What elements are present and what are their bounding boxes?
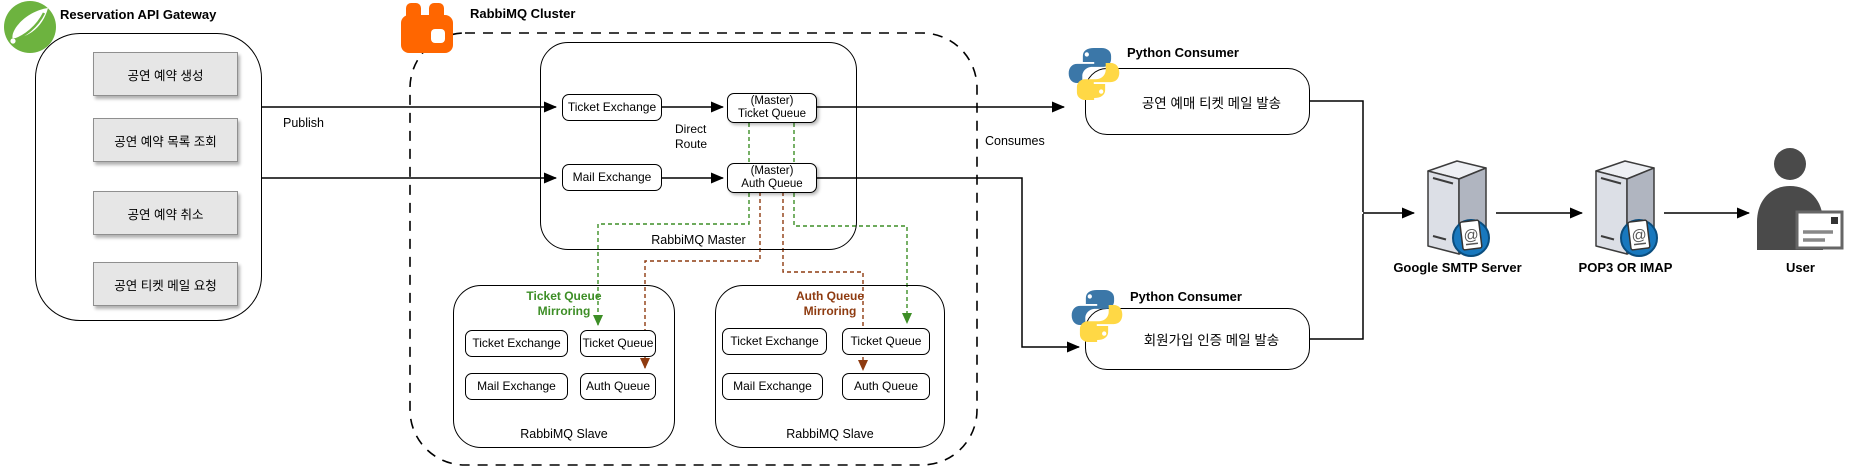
slave2-ticket-exchange-node: Ticket Exchange: [722, 328, 827, 355]
slave1-label: RabbiMQ Slave: [520, 427, 608, 441]
slave2-mirroring-line2: Mirroring: [803, 304, 857, 318]
smtp-server-icon: @: [1427, 160, 1490, 257]
slave1-ticket-exchange-node: Ticket Exchange: [465, 330, 568, 357]
slave2-mail-exchange-node: Mail Exchange: [722, 373, 823, 400]
svg-text:@: @: [1630, 226, 1647, 245]
consumer1-out-line: [1310, 100, 1364, 212]
consumes-label: Consumes: [985, 134, 1045, 148]
consumer2-out-line: [1310, 214, 1364, 340]
master-auth-queue-line1: (Master): [750, 165, 794, 177]
master-ticket-exchange-node: Ticket Exchange: [562, 94, 662, 121]
master-mail-exchange-node: Mail Exchange: [562, 164, 662, 191]
gateway-button-create: 공연 예약 생성: [93, 52, 238, 96]
master-ticket-queue-line1: (Master): [750, 95, 794, 107]
master-auth-queue-node: (Master) Auth Queue: [727, 163, 817, 193]
pop3-server-label: POP3 OR IMAP: [1578, 260, 1673, 275]
gateway-title: Reservation API Gateway: [60, 7, 217, 22]
master-ticket-queue-node: (Master) Ticket Queue: [727, 93, 817, 123]
master-box: [540, 42, 857, 250]
slave2-mirroring-line1: Auth Queue: [796, 289, 864, 303]
consumer2-box: 회원가입 인증 메일 발송: [1085, 308, 1310, 370]
master-ticket-queue-line2: Ticket Queue: [738, 108, 806, 120]
gateway-button-cancel: 공연 예약 취소: [93, 191, 238, 235]
cluster-title: RabbiMQ Cluster: [470, 6, 576, 21]
slave1-auth-queue-node: Auth Queue: [580, 373, 656, 400]
gateway-button-list: 공연 예약 목록 조회: [93, 118, 238, 162]
python-logo-icon: [1068, 48, 1120, 100]
spring-logo-icon: [4, 1, 56, 53]
direct-route-line1: Direct: [675, 122, 707, 136]
direct-route-label: Direct Route: [675, 122, 707, 152]
python-logo-icon: [1071, 290, 1123, 342]
slave1-ticket-queue-node: Ticket Queue: [580, 330, 656, 357]
slave1-mirroring-line2: Mirroring: [537, 304, 591, 318]
direct-route-line2: Route: [675, 137, 708, 151]
svg-text:@: @: [1462, 226, 1479, 245]
slave1-mirroring-label: Ticket Queue Mirroring: [453, 289, 675, 319]
user-icon: [1757, 148, 1844, 250]
user-label: User: [1786, 260, 1815, 275]
slave2-label: RabbiMQ Slave: [786, 427, 874, 441]
slave2-auth-queue-node: Auth Queue: [842, 373, 930, 400]
gateway-box: [35, 33, 262, 321]
slave2-ticket-queue-node: Ticket Queue: [842, 328, 930, 355]
consumer1-box: 공연 예매 티켓 메일 발송: [1085, 68, 1310, 135]
gateway-button-mail: 공연 티켓 메일 요청: [93, 262, 238, 306]
smtp-server-label: Google SMTP Server: [1393, 260, 1522, 275]
consumer2-title: Python Consumer: [1130, 289, 1242, 304]
slave1-box: [453, 285, 675, 448]
consumer1-title: Python Consumer: [1127, 45, 1239, 60]
slave2-box: [715, 285, 945, 448]
pop3-server-icon: @: [1595, 160, 1658, 257]
slave2-mirroring-label: Auth Queue Mirroring: [715, 289, 945, 319]
rabbitmq-logo-icon: [401, 3, 453, 53]
master-auth-queue-line2: Auth Queue: [741, 178, 803, 190]
slave1-mail-exchange-node: Mail Exchange: [465, 373, 568, 400]
publish-label: Publish: [283, 116, 324, 130]
master-label: RabbiMQ Master: [651, 233, 746, 247]
slave1-mirroring-line1: Ticket Queue: [526, 289, 602, 303]
